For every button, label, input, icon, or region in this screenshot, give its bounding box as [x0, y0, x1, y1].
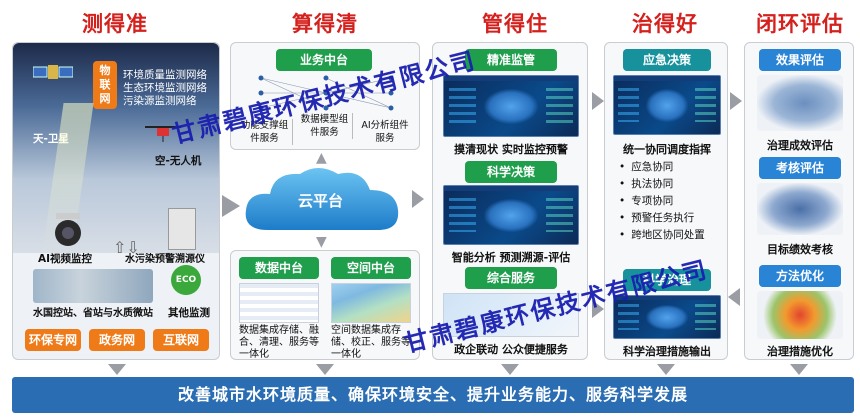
assess-desc: 目标绩效考核	[767, 243, 833, 256]
effect-map	[757, 75, 843, 131]
data-platform-tag: 数据中台	[239, 257, 319, 279]
station-images	[33, 269, 153, 303]
emergency-tag: 应急决策	[623, 49, 711, 71]
arrow-govern-to-eval	[730, 92, 742, 110]
arrow-manage-to-govern-2	[592, 300, 604, 318]
arrow-cloud-down: ▼	[316, 234, 327, 250]
header-manage: 管得住	[482, 12, 548, 36]
net-gov: 政务网	[89, 329, 145, 351]
arrow-measure-to-cloud	[222, 195, 240, 217]
satellite-icon	[32, 59, 74, 87]
other-label: 其他监测	[168, 307, 210, 319]
service-image	[443, 293, 579, 337]
assess-map	[757, 183, 843, 235]
coord-item: 应急协同	[619, 159, 705, 176]
neural-net-graphic	[251, 73, 401, 113]
assess-tag: 考核评估	[759, 157, 841, 179]
down-arrow-3	[501, 364, 519, 375]
stations-label: 水国控站、省站与水质微站	[33, 308, 153, 319]
coord-item: 执法协同	[619, 176, 705, 193]
camera-icon	[48, 213, 88, 247]
data-platform-desc: 数据集成存储、融合、清理、服务等一体化	[239, 325, 319, 360]
coord-item: 跨地区协同处置	[619, 227, 705, 244]
spatial-layers-image	[331, 283, 411, 323]
cloud-platform: 云平台	[238, 160, 408, 235]
header-evaluate: 闭环评估	[756, 12, 844, 36]
service-desc: 政企联动 公众便捷服务	[454, 343, 568, 356]
module-ai: AI分析组件服务	[361, 120, 409, 144]
warning-label: 水污染预警溯源仪	[125, 254, 205, 265]
arrow-cloud-up: ▲	[316, 150, 327, 166]
optimize-desc: 治理措施优化	[767, 345, 833, 358]
arrow-eval-back	[728, 288, 740, 306]
science-desc: 智能分析 预测溯源-评估	[451, 251, 571, 264]
header-measure: 测得准	[82, 12, 148, 36]
coordination-list: 应急协同 执法协同 专项协同 预警任务执行 跨地区协同处置	[619, 159, 705, 244]
net-env: 环保专网	[25, 329, 81, 351]
measure-panel: 物联网 环境质量监测网络 生态环境监测网络 污染源监测网络 天-卫星 空-无人机…	[12, 42, 220, 360]
coord-item: 预警任务执行	[619, 210, 705, 227]
coordination-title: 统一协同调度指挥	[623, 143, 711, 156]
arrow-cloud-to-manage	[412, 190, 424, 208]
precise-desc: 摸清现状 实时监控预警	[454, 143, 568, 156]
govern-panel: 应急决策 统一协同调度指挥 应急协同 执法协同 专项协同 预警任务执行 跨地区协…	[604, 42, 728, 360]
business-platform-tag: 业务中台	[276, 49, 372, 71]
iot-tag: 物联网	[93, 61, 117, 109]
network-list: 环境质量监测网络 生态环境监测网络 污染源监测网络	[123, 69, 223, 108]
business-platform-panel: 业务中台 功能支撑组件服务 数据模型组件服务 AI分析组件服务	[230, 42, 420, 150]
eco-icon: ECO	[171, 265, 201, 295]
footer-banner: 改善城市水环境质量、确保环境安全、提升业务能力、服务科学发展	[12, 377, 854, 413]
down-arrow-2	[316, 364, 334, 375]
header-calculate: 算得清	[292, 12, 358, 36]
precise-screen	[443, 75, 579, 137]
data-platform-panel: 数据中台 空间中台 数据集成存储、融合、清理、服务等一体化 空间数据集成存储、校…	[230, 250, 420, 360]
science-govern-tag: 科学治理	[623, 269, 711, 291]
evaluate-panel: 效果评估 治理成效评估 考核评估 目标绩效考核 方法优化 治理措施优化	[744, 42, 854, 360]
drone-label: 空-无人机	[155, 155, 202, 167]
network-env: 环境质量监测网络	[123, 69, 207, 81]
spatial-platform-desc: 空间数据集成存储、校正、服务等一体化	[331, 325, 411, 360]
warning-device-icon	[168, 208, 196, 250]
science-tag: 科学决策	[465, 161, 557, 183]
effect-desc: 治理成效评估	[767, 139, 833, 152]
sync-arrows: ⇧⇩	[113, 238, 140, 257]
data-table-image	[239, 283, 319, 323]
cloud-label: 云平台	[298, 192, 344, 210]
net-internet: 互联网	[153, 329, 209, 351]
precise-tag: 精准监管	[465, 49, 557, 71]
optimize-tag: 方法优化	[759, 265, 841, 287]
module-data-model: 数据模型组件服务	[297, 113, 353, 139]
effect-tag: 效果评估	[759, 49, 841, 71]
arrow-manage-to-govern	[592, 92, 604, 110]
down-arrow-5	[790, 364, 808, 375]
science-screen	[443, 185, 579, 245]
network-source: 污染源监测网络	[123, 95, 197, 107]
ai-video-label: AI视频监控	[38, 253, 93, 265]
service-tag: 综合服务	[465, 267, 557, 289]
down-arrow-4	[657, 364, 675, 375]
down-arrow-1	[108, 364, 126, 375]
govern-desc: 科学治理措施输出	[623, 345, 711, 358]
emergency-screen	[613, 75, 721, 135]
network-eco: 生态环境监测网络	[123, 82, 207, 94]
module-function: 功能支撑组件服务	[237, 119, 293, 145]
manage-panel: 精准监管 摸清现状 实时监控预警 科学决策 智能分析 预测溯源-评估 综合服务 …	[432, 42, 588, 360]
header-govern: 治得好	[632, 12, 698, 36]
govern-screen	[613, 295, 721, 339]
coord-item: 专项协同	[619, 193, 705, 210]
spatial-platform-tag: 空间中台	[331, 257, 411, 279]
drone-icon	[143, 123, 183, 143]
optimize-map	[757, 291, 843, 339]
